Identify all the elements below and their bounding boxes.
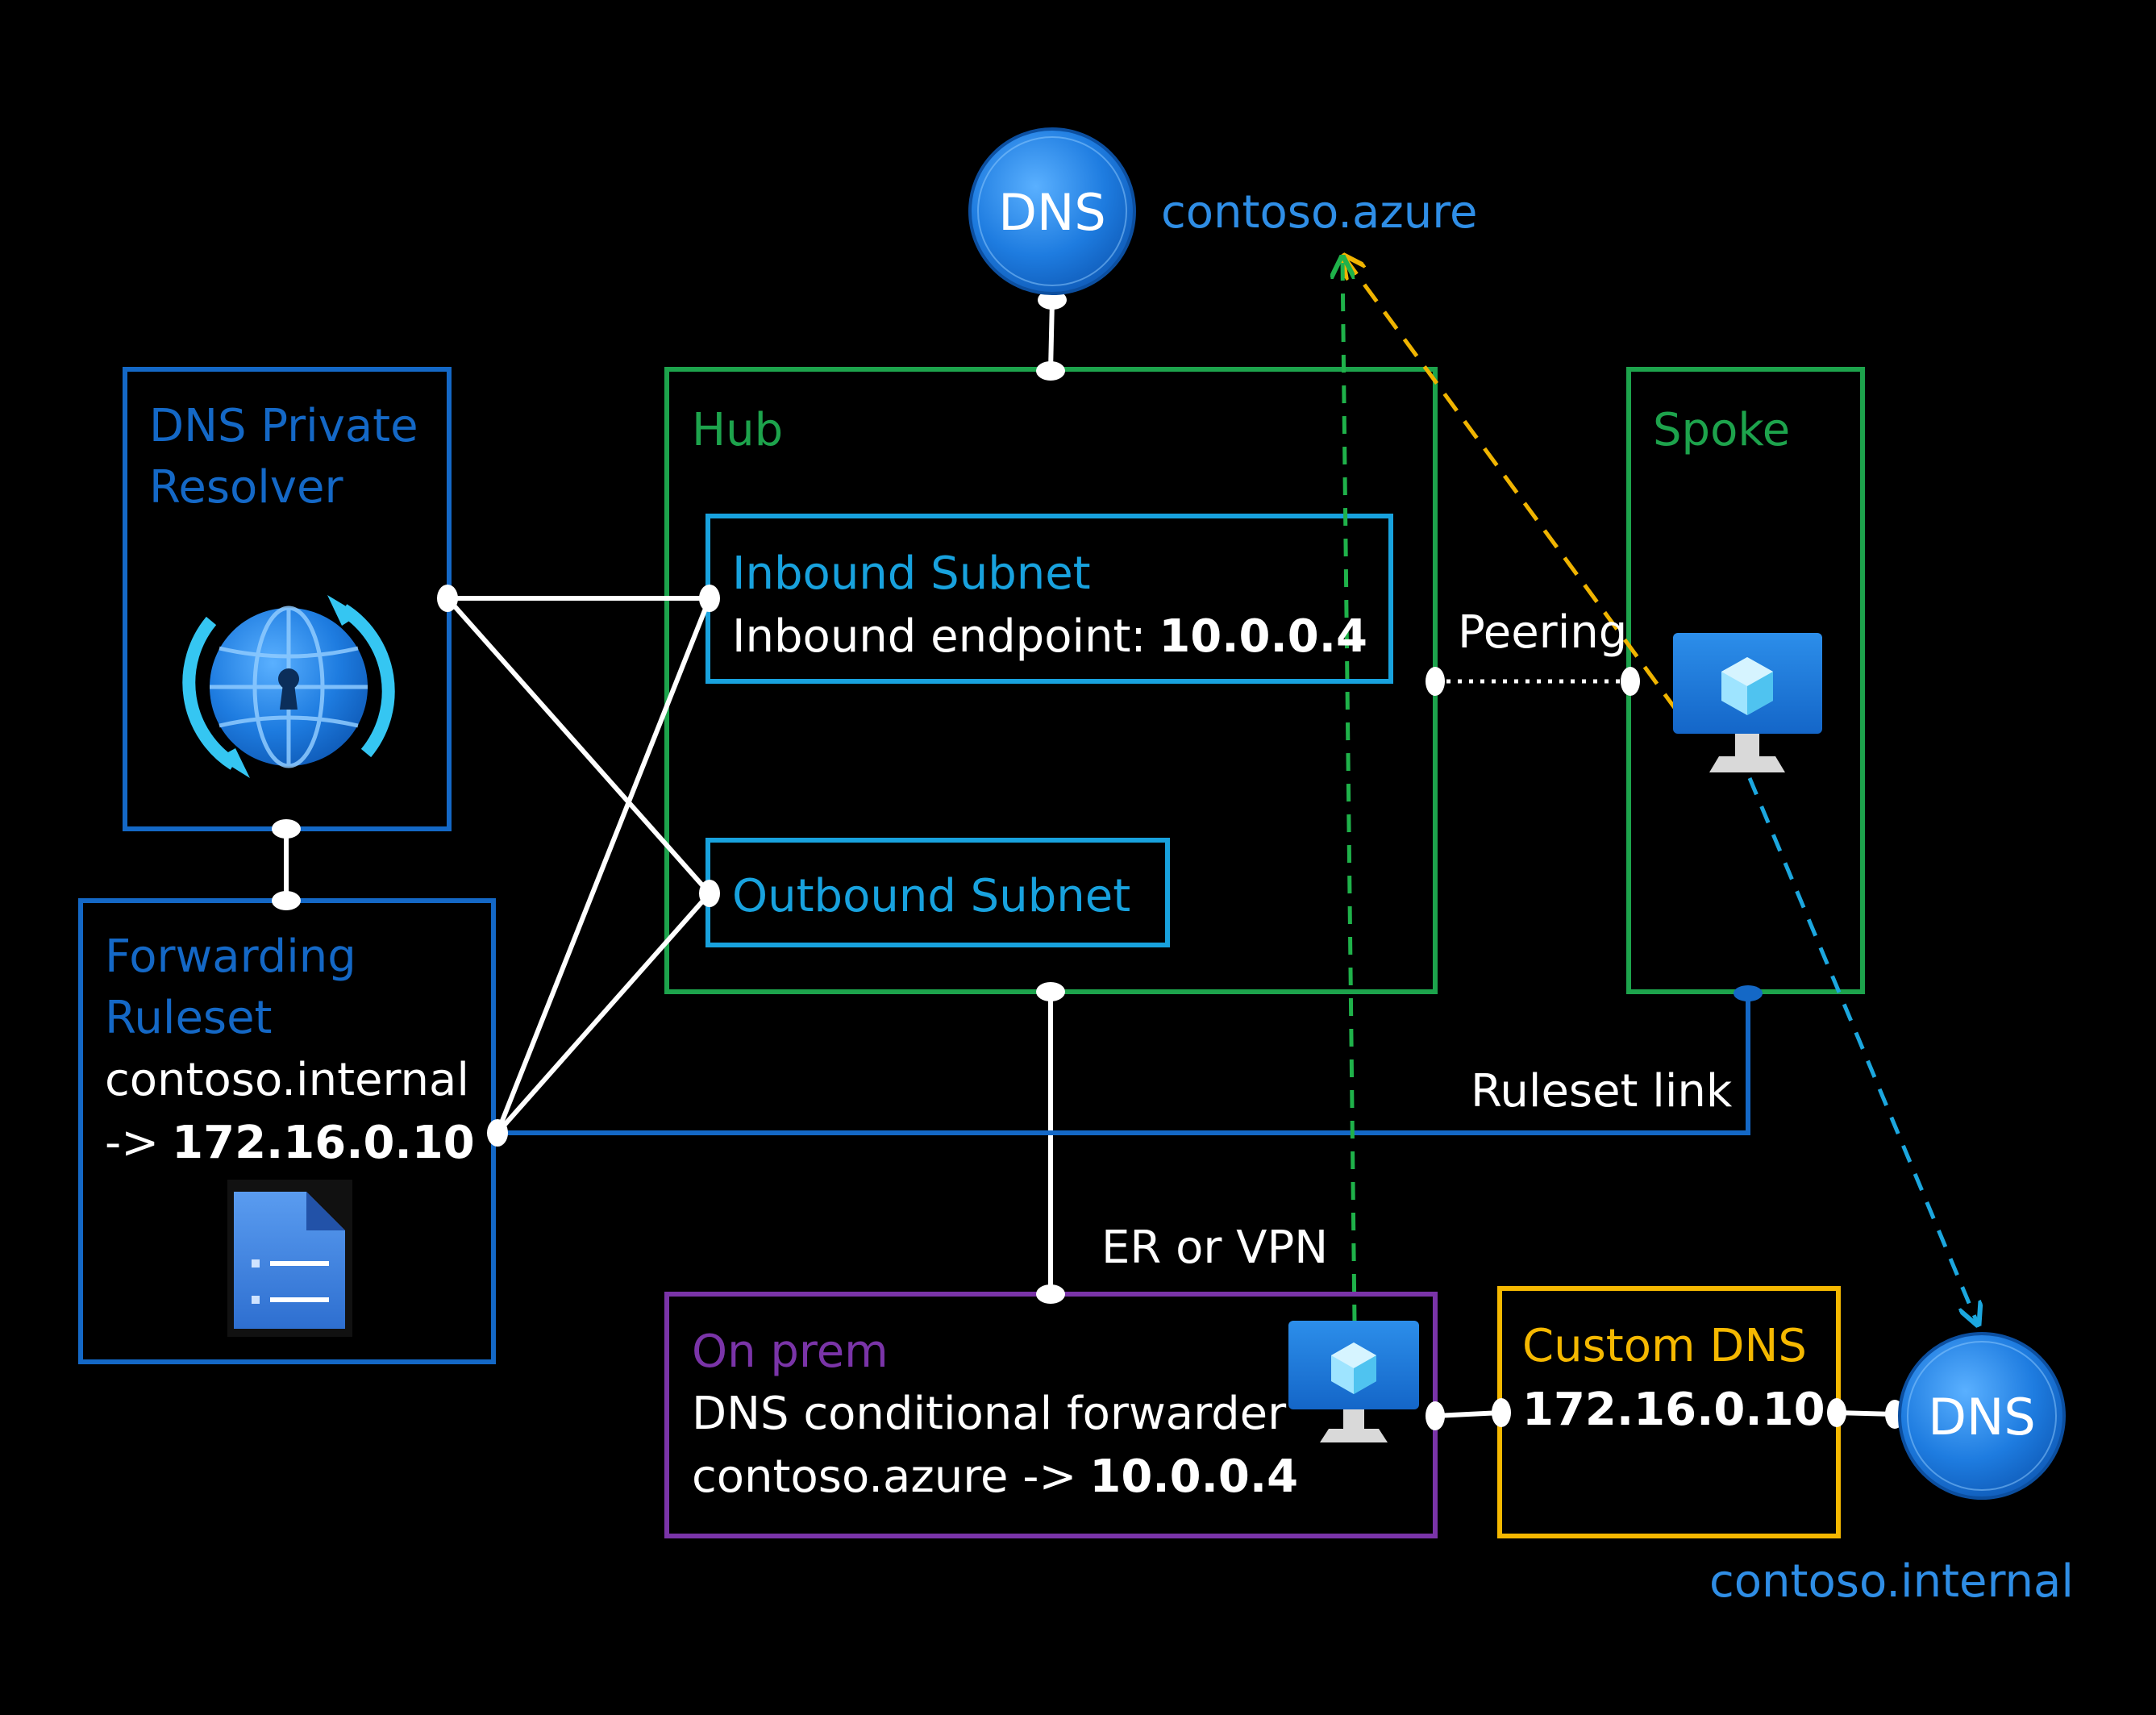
custom-dns-title: Custom DNS [1522, 1320, 1807, 1372]
cyan-query-path [1747, 777, 1977, 1322]
outbound-subnet-title: Outbound Subnet [732, 870, 1130, 922]
ruleset-title-line2: Ruleset [105, 992, 272, 1044]
dns-zone-contoso-internal: contoso.internal [1709, 1555, 2074, 1608]
yellow-query-path [1345, 258, 1679, 713]
dns-top-glyph: DNS [998, 183, 1105, 242]
resolver-title-line1: DNS Private [149, 400, 418, 452]
resolver-subnet-links [445, 596, 712, 1134]
connector-nodes [272, 290, 1904, 1430]
ruleset-title-line1: Forwarding [105, 930, 356, 983]
virtual-machine-icon [1288, 1321, 1419, 1442]
private-resolver-icon [182, 595, 395, 778]
dns-globe-icon: DNS [1898, 1332, 2066, 1500]
ruleset-ip: 172.16.0.10 [172, 1117, 475, 1169]
spoke-title: Spoke [1653, 404, 1790, 456]
onprem-forwarder-target: contoso.azure ->10.0.0.4 [692, 1451, 1298, 1503]
ruleset-link-label: Ruleset link [1471, 1065, 1733, 1118]
dns-globe-icon: DNS [968, 127, 1136, 295]
resolver-title-line2: Resolver [149, 461, 343, 514]
green-query-path [1342, 260, 1357, 1323]
spoke-ruleset-node [1734, 985, 1763, 1001]
ruleset-target: ->172.16.0.10 [105, 1117, 475, 1169]
dns-zone-contoso-azure: contoso.azure [1161, 186, 1477, 239]
ruleset-arrow: -> [105, 1117, 159, 1169]
inbound-endpoint: Inbound endpoint:10.0.0.4 [732, 610, 1367, 663]
er-vpn-label: ER or VPN [1101, 1222, 1328, 1274]
onprem-forwarder-line: DNS conditional forwarder [692, 1388, 1287, 1440]
customdns-dns-link [1836, 1410, 1896, 1417]
custom-dns-ip: 172.16.0.10 [1522, 1384, 1825, 1436]
inbound-subnet-title: Inbound Subnet [732, 547, 1091, 600]
inbound-endpoint-ip: 10.0.0.4 [1159, 610, 1367, 663]
onprem-title: On prem [692, 1326, 889, 1378]
onprem-forwarder-prefix: contoso.azure -> [692, 1451, 1076, 1503]
peering-label: Peering [1458, 606, 1627, 659]
ruleset-domain: contoso.internal [105, 1054, 469, 1106]
virtual-machine-icon [1673, 633, 1822, 772]
top-dns-hub-link [1048, 299, 1055, 372]
dns-bottom-glyph: DNS [1928, 1388, 2035, 1447]
onprem-forwarder-ip: 10.0.0.4 [1089, 1451, 1298, 1503]
document-list-icon [227, 1180, 352, 1337]
hub-title: Hub [692, 404, 783, 456]
onprem-customdns-link [1434, 1410, 1502, 1418]
ruleset-link-line [497, 993, 1750, 1135]
inbound-endpoint-label: Inbound endpoint: [732, 610, 1146, 663]
